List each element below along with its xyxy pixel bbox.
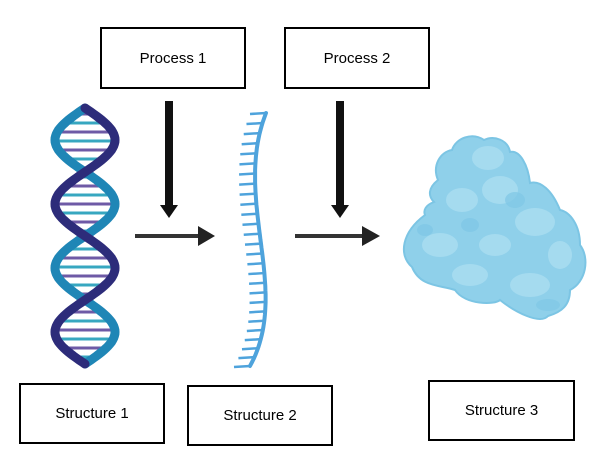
rna-nucleotide [239, 162, 256, 166]
process-1-arrow [160, 101, 178, 218]
rna-nucleotide [249, 111, 267, 116]
structure-1-to-2-arrow [135, 226, 215, 246]
rna-nucleotide [248, 271, 265, 276]
rna-nucleotide [249, 281, 266, 285]
structure-1-label: Structure 1 [19, 383, 165, 444]
rna-nucleotide [243, 131, 260, 136]
rna-nucleotide [238, 172, 256, 176]
dna-helix-illustration [50, 103, 120, 369]
structure-2-to-3-arrow [295, 226, 380, 246]
rna-nucleotide [246, 328, 263, 333]
rna-nucleotide [239, 182, 256, 186]
rna-nucleotide [240, 202, 257, 206]
rna-nucleotide [238, 355, 255, 360]
rna-nucleotide [249, 291, 266, 295]
rna-nucleotide [248, 319, 265, 323]
rna-nucleotide [241, 141, 258, 146]
rna-nucleotide [241, 346, 259, 351]
protein-illustration [403, 135, 587, 320]
dna-strand-dark [50, 103, 120, 369]
structure-2-label: Structure 2 [187, 385, 333, 446]
protein-body [403, 135, 587, 320]
structure-3-label: Structure 3 [428, 380, 575, 441]
rna-nucleotide [247, 262, 264, 266]
rna-nucleotide [240, 152, 257, 156]
rna-nucleotide [241, 212, 258, 216]
rna-nucleotide [244, 337, 261, 342]
process-1-label: Process 1 [100, 27, 246, 89]
rna-nucleotide [233, 364, 251, 369]
rna-nucleotide [244, 242, 262, 246]
rna-strand-illustration [233, 111, 268, 369]
rna-nucleotide [243, 232, 260, 236]
rna-nucleotide [246, 252, 263, 256]
rna-nucleotide [246, 121, 263, 126]
rna-nucleotide [249, 300, 266, 305]
process-2-arrow [331, 101, 349, 218]
rna-nucleotide [242, 222, 259, 226]
rna-backbone [248, 111, 268, 368]
process-2-label: Process 2 [284, 27, 430, 89]
rna-nucleotide [249, 310, 266, 314]
rna-nucleotide [239, 192, 256, 196]
